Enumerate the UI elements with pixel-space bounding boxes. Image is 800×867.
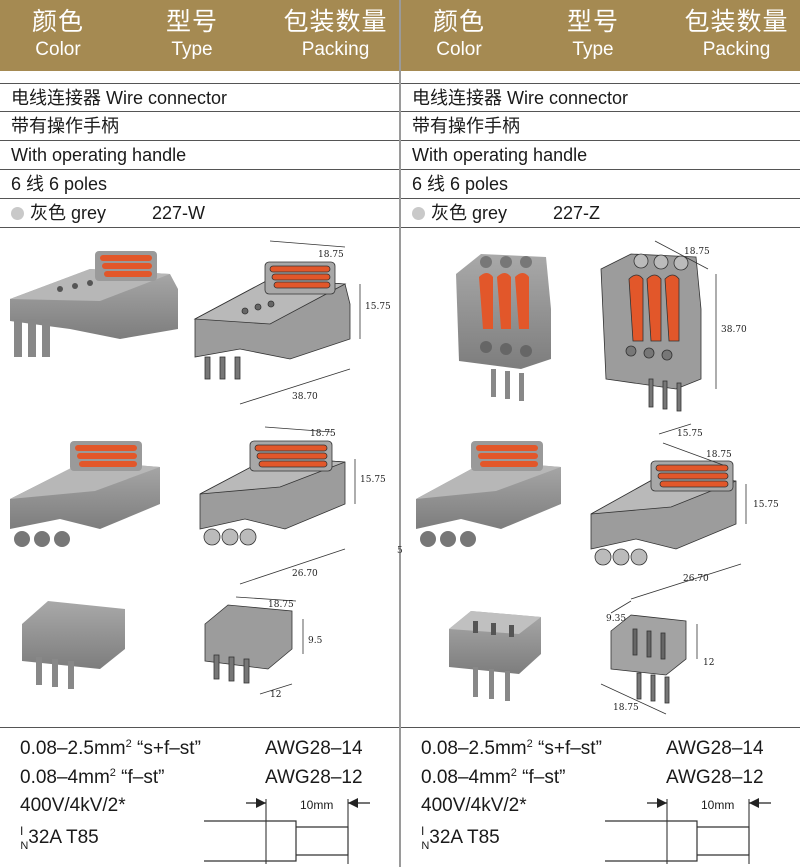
product-feature-zh: 带有操作手柄 (401, 112, 800, 141)
drawing-connector-angled (590, 442, 747, 600)
dim-width: 18.75 (684, 247, 710, 257)
dim-width-3: 9.35 (606, 614, 626, 624)
photo-connector-straight (10, 251, 178, 357)
drawing-connector-vertical (600, 240, 717, 435)
wire-range-fine: 0.08–4mm2 “f–st” (421, 767, 566, 788)
strip-length-diagram: 10mm (601, 789, 800, 867)
drawing-pin-header (204, 596, 304, 695)
product-name: 电线连接器 Wire connector (401, 83, 800, 112)
strip-length-label: 10mm (300, 798, 334, 812)
dim-depth: 15.75 (677, 429, 703, 439)
dim-height-2: 15.75 (753, 500, 779, 510)
drawing-pin-header-vertical (600, 600, 698, 715)
dim-height: 38.70 (721, 325, 747, 335)
color-row: 灰色 grey 227-W (0, 199, 399, 228)
color-label: 灰色 grey (30, 203, 107, 223)
dim-width-3: 18.75 (268, 600, 294, 610)
dim-height-3: 12 (703, 658, 714, 668)
electrical-specs: 0.08–2.5mm2 “s+f–st” AWG28–14 0.08–4mm2 … (401, 727, 800, 867)
connector-drawings-227z: 18.75 38.70 15.75 (416, 240, 779, 715)
wire-range-solid: 0.08–2.5mm2 “s+f–st” (20, 738, 201, 759)
connector-drawings-227w: 18.75 15.75 38.70 (10, 240, 391, 700)
awg-fine: AWG28–12 (666, 767, 764, 788)
strip-length-label: 10mm (701, 798, 735, 812)
awg-solid: AWG28–14 (265, 738, 363, 759)
product-feature-en: With operating handle (0, 141, 399, 170)
dim-width-2: 18.75 (310, 429, 336, 439)
dim-height-3: 9.5 (308, 636, 323, 646)
dim-length-2: 26.70 (683, 574, 709, 584)
color-label: 灰色 grey (431, 203, 508, 223)
awg-fine: AWG28–12 (265, 767, 363, 788)
product-feature-zh: 带有操作手柄 (0, 112, 399, 141)
dim-depth-3: 12 (270, 690, 281, 700)
pole-count: 6 线 6 poles (0, 170, 399, 199)
dim-height: 15.75 (365, 302, 391, 312)
type-code: 227-W (152, 203, 206, 223)
color-row: 灰色 grey 227-Z (401, 199, 800, 228)
photo-pin-header-vertical (449, 611, 541, 701)
photo-connector-vertical (456, 254, 551, 401)
dim-length: 38.70 (292, 392, 318, 402)
wire-strip-icon (605, 798, 771, 864)
product-name: 电线连接器 Wire connector (0, 83, 399, 112)
photo-pin-header (22, 601, 125, 689)
product-drawings: 18.75 38.70 15.75 (401, 229, 800, 724)
wire-strip-icon (204, 798, 370, 864)
voltage-rating: 400V/4kV/2* (421, 795, 527, 816)
product-feature-en: With operating handle (401, 141, 800, 170)
grey-swatch-icon (412, 207, 425, 220)
strip-length-diagram: 10mm (200, 789, 399, 867)
wire-range-fine: 0.08–4mm2 “f–st” (20, 767, 165, 788)
panel-divider (399, 0, 401, 867)
voltage-rating: 400V/4kV/2* (20, 795, 126, 816)
grey-swatch-icon (11, 207, 24, 220)
dim-width-2: 18.75 (706, 450, 732, 460)
drawing-connector-angled (199, 426, 356, 585)
type-code: 227-Z (553, 203, 601, 223)
dim-height-2: 15.75 (360, 475, 386, 485)
product-drawings: 18.75 15.75 38.70 (0, 229, 399, 724)
pole-count: 6 线 6 poles (401, 170, 800, 199)
dim-width: 18.75 (318, 250, 344, 260)
current-rating: IN32A T85 (421, 824, 500, 852)
current-rating: IN32A T85 (20, 824, 99, 852)
side-mark: 5 (397, 546, 403, 556)
electrical-specs: 0.08–2.5mm2 “s+f–st” AWG28–14 0.08–4mm2 … (0, 727, 399, 867)
awg-solid: AWG28–14 (666, 738, 764, 759)
dim-depth-3: 18.75 (613, 703, 639, 713)
photo-connector-angled (10, 441, 160, 547)
drawing-connector-straight (193, 240, 361, 405)
dim-length-2: 26.70 (292, 569, 318, 579)
photo-connector-angled (416, 441, 561, 547)
wire-range-solid: 0.08–2.5mm2 “s+f–st” (421, 738, 602, 759)
